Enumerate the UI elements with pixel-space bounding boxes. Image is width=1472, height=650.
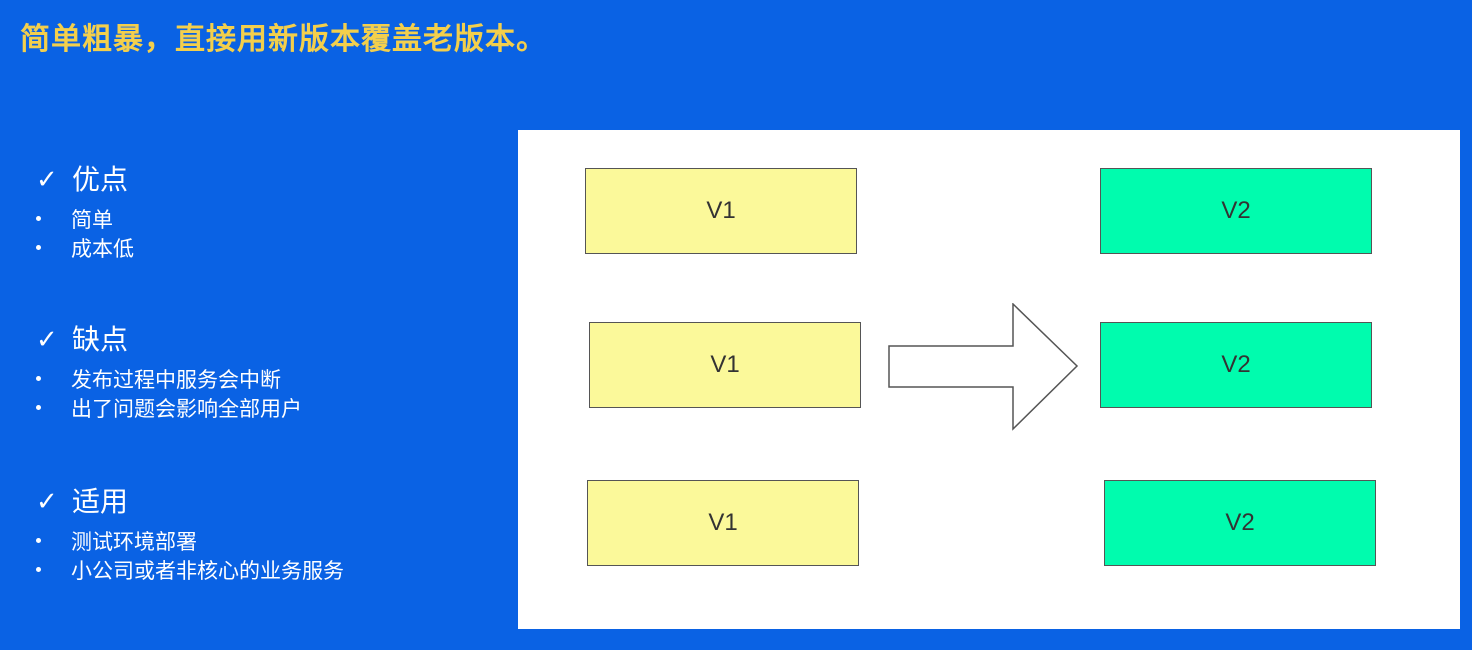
bullet-icon [36,567,41,572]
bullet-icon [36,376,41,381]
arrow-right-icon [888,303,1079,431]
bullet-icon [36,245,41,250]
section-cons-title: 缺点 [72,323,129,356]
section-usage-title: 适用 [72,485,129,518]
list-item: 发布过程中服务会中断 [36,364,302,393]
checkmark-icon: ✓ [36,487,58,517]
cons-list: 发布过程中服务会中断 出了问题会影响全部用户 [36,364,302,422]
section-usage-header: ✓ 适用 [36,484,344,520]
list-item: 简单 [36,204,134,233]
list-item: 小公司或者非核心的业务服务 [36,555,344,584]
section-pros-header: ✓ 优点 [36,162,134,198]
v1-box: V1 [585,168,857,254]
usage-list: 测试环境部署 小公司或者非核心的业务服务 [36,526,344,584]
list-item: 出了问题会影响全部用户 [36,393,302,422]
v1-box: V1 [587,480,859,566]
bullet-icon [36,538,41,543]
diagram-panel: V1 V1 V1 V2 V2 V2 [518,130,1460,629]
v2-box: V2 [1104,480,1376,566]
section-pros: ✓ 优点 简单 成本低 [36,162,134,262]
checkmark-icon: ✓ [36,165,58,195]
checkmark-icon: ✓ [36,325,58,355]
list-item: 测试环境部署 [36,526,344,555]
section-usage: ✓ 适用 测试环境部署 小公司或者非核心的业务服务 [36,484,344,584]
bullet-icon [36,216,41,221]
list-item: 成本低 [36,233,134,262]
section-cons: ✓ 缺点 发布过程中服务会中断 出了问题会影响全部用户 [36,322,302,422]
section-pros-title: 优点 [72,163,129,196]
section-cons-header: ✓ 缺点 [36,322,302,358]
v2-box: V2 [1100,322,1372,408]
bullet-icon [36,405,41,410]
pros-list: 简单 成本低 [36,204,134,262]
page-title: 简单粗暴，直接用新版本覆盖老版本。 [20,22,547,57]
v1-box: V1 [589,322,861,408]
v2-box: V2 [1100,168,1372,254]
